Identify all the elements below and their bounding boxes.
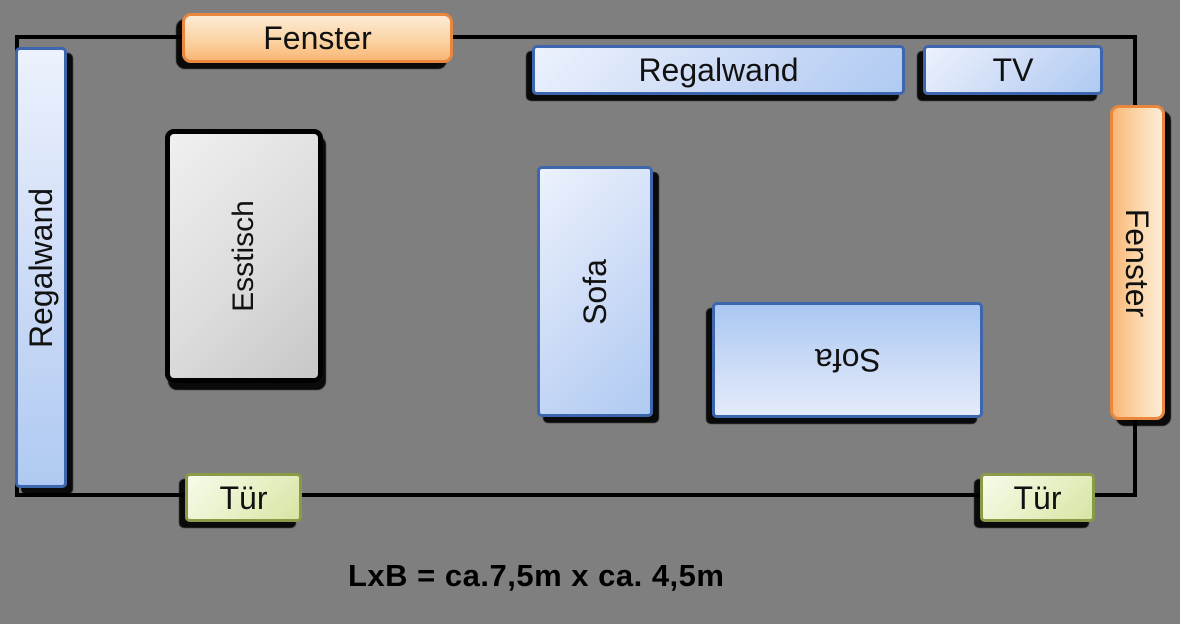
tv: TV <box>923 45 1103 95</box>
sofa-horizontal: Sofa <box>712 302 983 418</box>
window-top-label: Fenster <box>263 20 372 56</box>
dining-table-label: Esstisch <box>226 200 260 312</box>
window-right: Fenster <box>1110 105 1165 420</box>
door-left-label: Tür <box>219 479 268 516</box>
door-right: Tür <box>980 473 1095 522</box>
shelf-wall-left-label: Regalwand <box>23 187 60 348</box>
shelf-wall-left: Regalwand <box>15 47 67 488</box>
door-right-label: Tür <box>1013 479 1062 516</box>
window-right-label: Fenster <box>1119 208 1156 317</box>
window-top: Fenster <box>182 13 453 63</box>
shelf-wall-top: Regalwand <box>532 45 905 95</box>
shelf-wall-top-label: Regalwand <box>638 52 799 88</box>
sofa-vertical: Sofa <box>537 166 653 417</box>
sofa-horizontal-label: Sofa <box>814 342 881 378</box>
door-left: Tür <box>185 473 302 522</box>
dining-table: Esstisch <box>165 129 323 383</box>
dimensions-caption: LxB = ca.7,5m x ca. 4,5m <box>348 558 725 593</box>
tv-label: TV <box>992 52 1034 88</box>
sofa-vertical-label: Sofa <box>576 258 613 325</box>
